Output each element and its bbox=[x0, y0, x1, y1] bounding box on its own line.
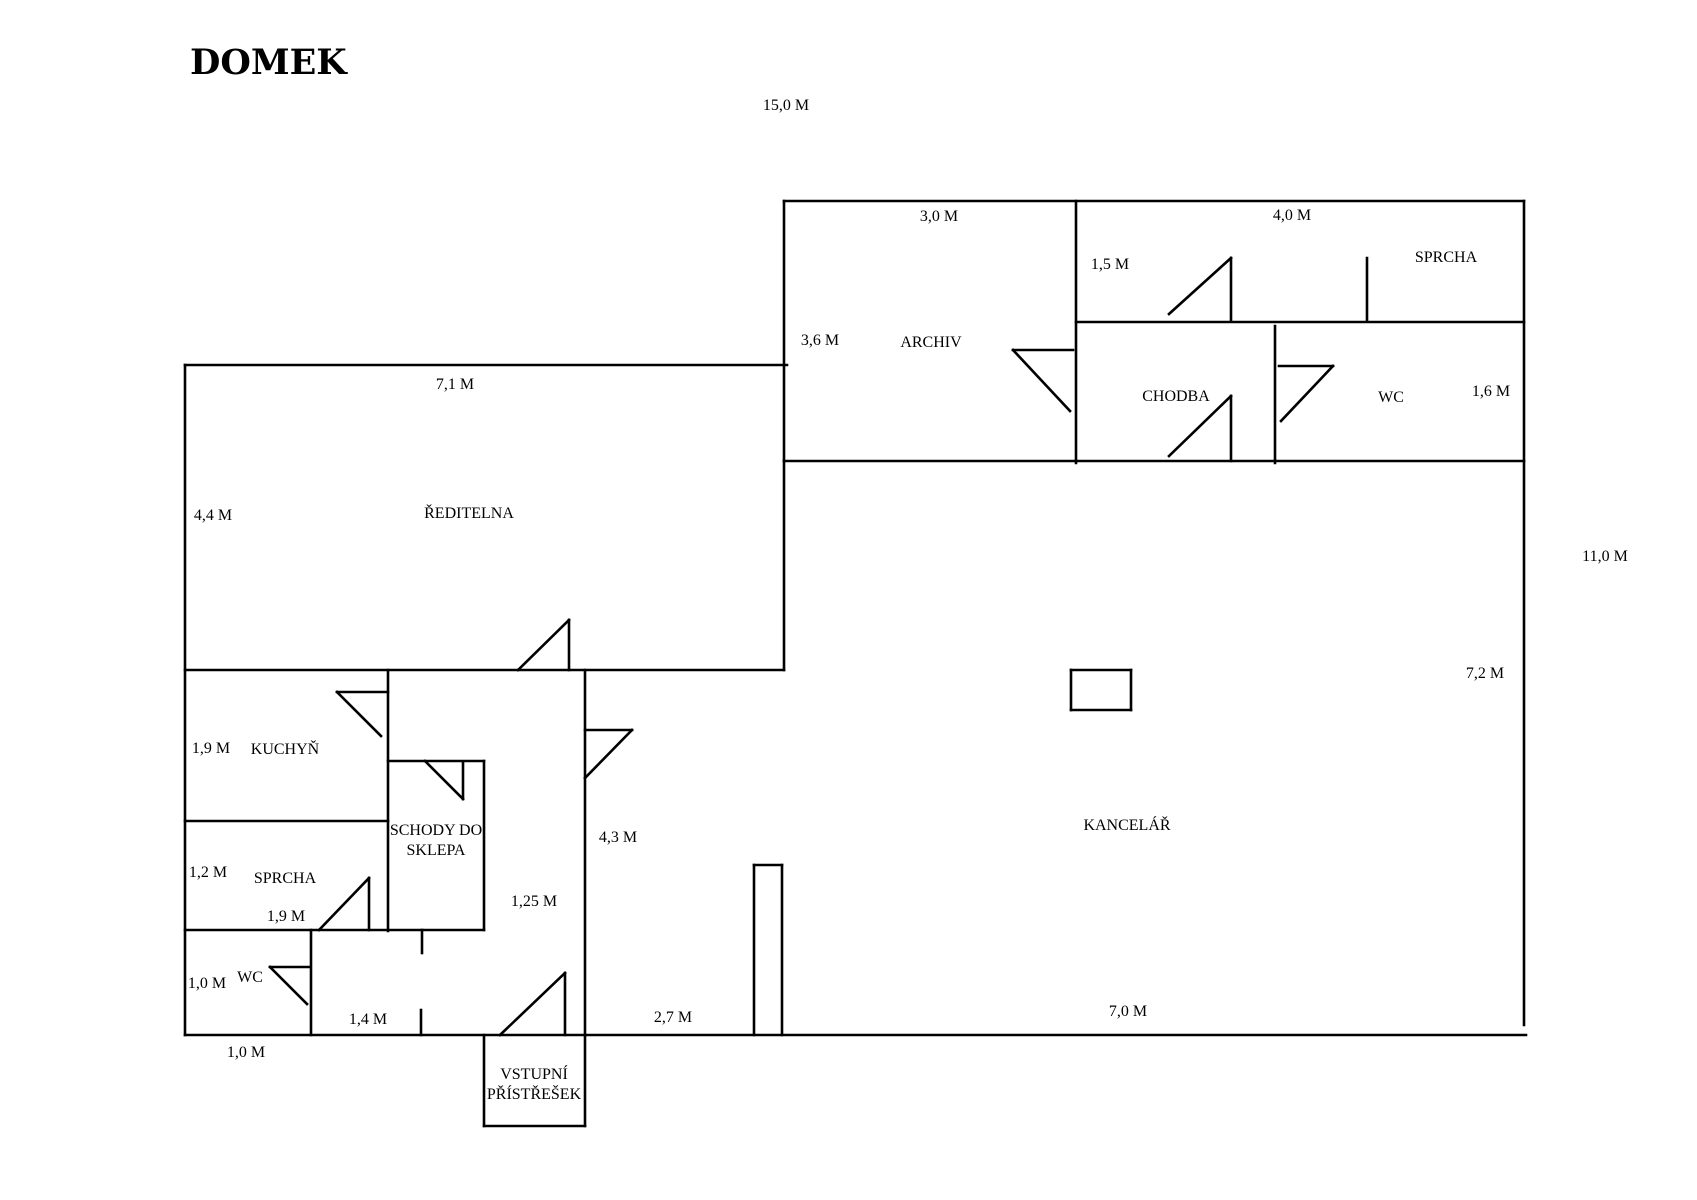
door-swing bbox=[268, 965, 309, 1006]
dim-total-width: 15,0 M bbox=[762, 97, 810, 114]
dim-wc-bottom-height: 1,0 M bbox=[187, 975, 227, 992]
room-label-reditelna: ŘEDITELNA bbox=[424, 505, 514, 522]
dim-hall-width: 1,4 M bbox=[348, 1011, 388, 1028]
dim-archiv-height: 3,6 M bbox=[800, 332, 840, 349]
dim-sprcha-bottom-width: 1,9 M bbox=[266, 908, 306, 925]
door-swing bbox=[583, 728, 634, 780]
door-swing bbox=[423, 759, 465, 801]
dim-kancelar-width: 7,0 M bbox=[1108, 1003, 1148, 1020]
plan-title: DOMEK bbox=[190, 42, 347, 83]
door-swing bbox=[498, 971, 567, 1037]
dim-wc-bottom-width: 1,0 M bbox=[226, 1044, 266, 1061]
door-swing bbox=[335, 690, 383, 738]
room-label-kuchyn: KUCHYŇ bbox=[250, 741, 320, 758]
door-swings bbox=[268, 256, 1335, 1037]
room-label-chodba: CHODBA bbox=[1142, 388, 1210, 405]
door-swing bbox=[1167, 256, 1233, 316]
door-swing bbox=[1167, 394, 1233, 458]
door-swing bbox=[1011, 348, 1072, 413]
door-swing bbox=[317, 876, 371, 932]
dim-kuchyn-height: 1,9 M bbox=[191, 740, 231, 757]
room-label-archiv: ARCHIV bbox=[900, 334, 962, 351]
dim-entrance-gap: 2,7 M bbox=[653, 1009, 693, 1026]
room-label-vstupni: VSTUPNÍ PŘÍSTŘEŠEK bbox=[486, 1066, 582, 1103]
outer-walls bbox=[183, 199, 1528, 1037]
dim-reditelna-width: 7,1 M bbox=[435, 376, 475, 393]
door-swing bbox=[1279, 364, 1335, 423]
door-swing bbox=[516, 618, 571, 672]
dim-corridor-width: 1,25 M bbox=[510, 893, 558, 910]
interior-walls bbox=[183, 199, 1526, 1128]
dim-wc-top-height: 1,6 M bbox=[1471, 383, 1511, 400]
room-label-wc-bottom: WC bbox=[237, 969, 263, 986]
dim-corridor-height: 4,3 M bbox=[598, 829, 638, 846]
dim-reditelna-height: 4,4 M bbox=[193, 507, 233, 524]
dim-sprcha-bottom-height: 1,2 M bbox=[188, 864, 228, 881]
dim-total-height: 11,0 M bbox=[1582, 548, 1628, 565]
room-label-sprcha-bottom: SPRCHA bbox=[253, 870, 317, 887]
room-label-kancelar: KANCELÁŘ bbox=[1083, 817, 1171, 834]
dim-archiv-width: 3,0 M bbox=[919, 208, 959, 225]
dim-kancelar-height: 7,2 M bbox=[1465, 665, 1505, 682]
room-label-schody: SCHODY DO SKLEPA bbox=[389, 822, 483, 859]
dim-sprcha-top-width: 4,0 M bbox=[1272, 207, 1312, 224]
dim-sprcha-top-height: 1,5 M bbox=[1090, 256, 1130, 273]
room-label-wc-top: WC bbox=[1378, 389, 1404, 406]
room-label-sprcha-top: SPRCHA bbox=[1414, 249, 1478, 266]
